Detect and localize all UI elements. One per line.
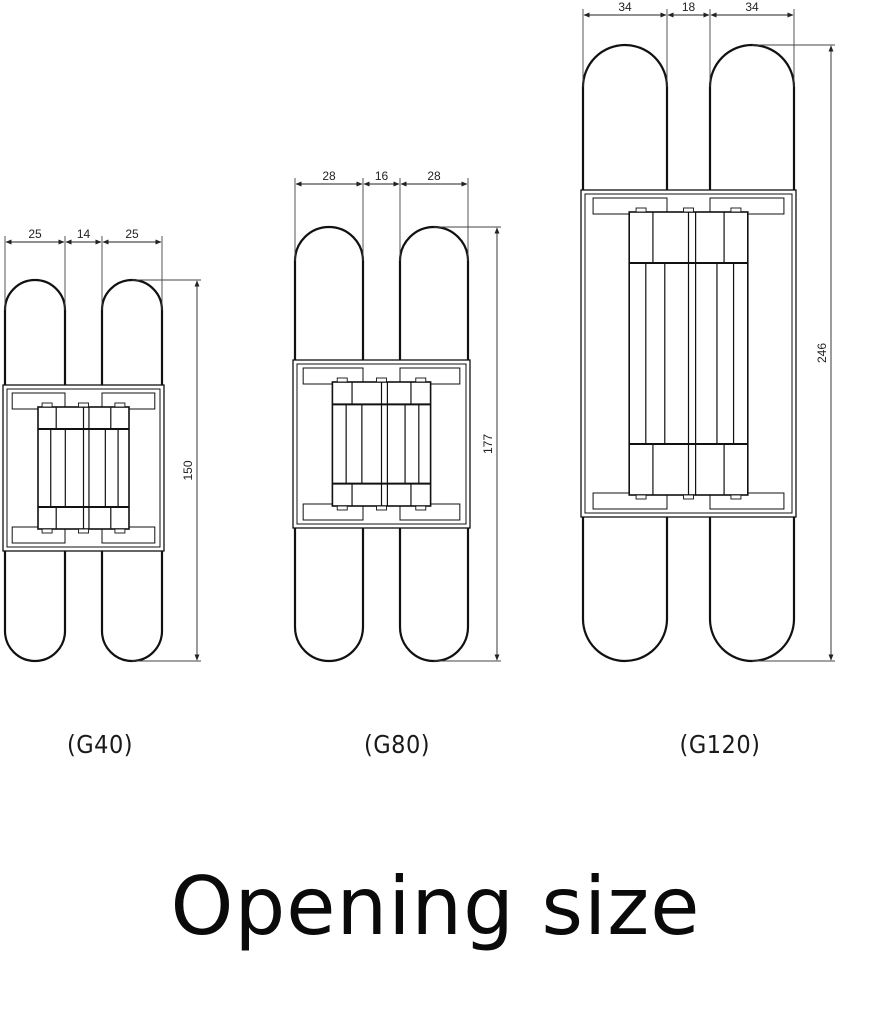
hinge-g120: 34 18 34 246 [580, 0, 835, 663]
page-title: Opening size [170, 860, 701, 953]
model-label-g80: (G80) [363, 730, 431, 759]
width-dimension-label: 25 [28, 227, 42, 241]
hinge-g80: 28 16 28 177 [292, 169, 501, 663]
width-dimension-label: 34 [618, 0, 632, 14]
model-label-g40: (G40) [66, 730, 134, 759]
width-dimension-label: 16 [375, 169, 389, 183]
width-dimension-label: 28 [322, 169, 336, 183]
height-dimension-label: 150 [181, 460, 195, 480]
height-dimension-label: 246 [815, 343, 829, 363]
width-dimension-label: 28 [427, 169, 441, 183]
width-dimensions: 25 14 25 [5, 227, 162, 245]
hinge-g40: 25 14 25 150 [2, 227, 201, 663]
width-dimension-label: 25 [125, 227, 139, 241]
width-dimension-label: 18 [682, 0, 696, 14]
width-dimensions: 28 16 28 [295, 169, 468, 187]
width-dimension-label: 14 [77, 227, 91, 241]
height-dimension-label: 177 [481, 434, 495, 454]
width-dimensions: 34 18 34 [583, 0, 794, 18]
model-label-g120: (G120) [679, 730, 761, 759]
width-dimension-label: 34 [745, 0, 759, 14]
